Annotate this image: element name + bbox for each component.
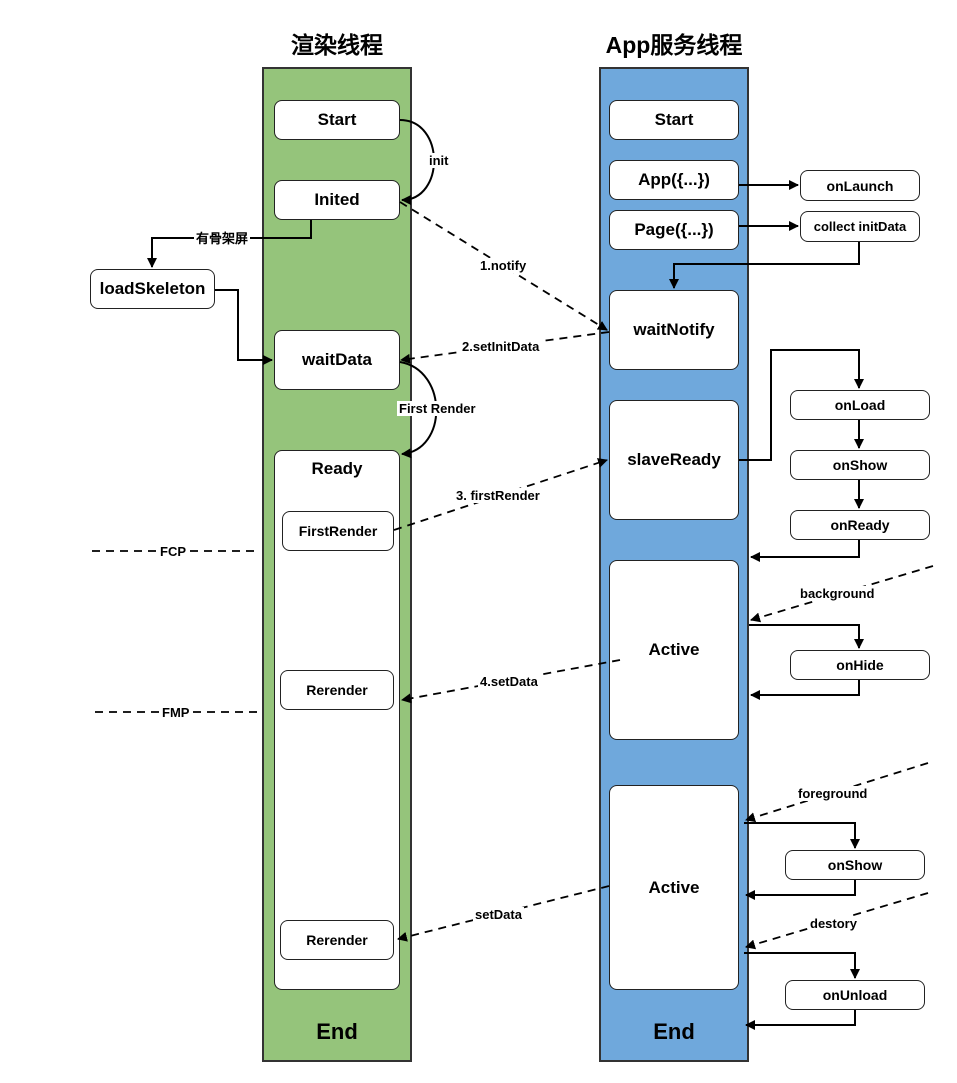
first-render-node: FirstRender [282,511,394,551]
fcp-marker-label: FCP [158,544,188,559]
on-launch-hook: onLaunch [800,170,920,201]
on-load-hook: onLoad [790,390,930,420]
collect-init-data-hook: collect initData [800,211,920,242]
ready-state-label: Ready [311,459,363,478]
wait-data-node: waitData [274,330,400,390]
on-ready-hook: onReady [790,510,930,540]
first-render-loop-label: First Render [397,401,478,416]
load-skeleton-node: loadSkeleton [90,269,215,309]
set-data-4-edge [401,659,621,704]
on-show-hook-1: onShow [790,450,930,480]
render-start-node: Start [274,100,400,140]
rerender-node-1: Rerender [280,670,394,710]
app-start-node: Start [609,100,739,140]
set-data-4-edge-label: 4.setData [478,674,540,689]
rerender-node-2: Rerender [280,920,394,960]
set-data-edge-label: setData [473,907,524,922]
foreground-edge-label: foreground [796,786,870,801]
active-node-2: Active [609,785,739,990]
on-show-to-active-edge [745,880,856,900]
on-hide-to-active-edge [750,680,860,700]
set-init-data-edge-label: 2.setInitData [460,339,542,354]
app-end-label: End [653,1019,695,1044]
active-to-on-show-edge [744,822,860,849]
on-show-hook-2: onShow [785,850,925,880]
notify-edge [399,201,608,331]
active-node-1: Active [609,560,739,740]
app-lane-title: App服务线程 [605,32,743,58]
on-unload-to-end-edge [745,1010,856,1030]
render-end-label: End [316,1019,358,1044]
background-edge [750,565,934,623]
active-to-on-hide-edge [749,624,864,649]
on-hide-hook: onHide [790,650,930,680]
on-unload-hook: onUnload [785,980,925,1010]
page-register-node: Page({...}) [609,210,739,250]
inited-node: Inited [274,180,400,220]
on-ready-to-active-edge [750,540,860,562]
slave-ready-node: slaveReady [609,400,739,520]
app-register-node: App({...}) [609,160,739,200]
fmp-marker-label: FMP [160,705,192,720]
wait-notify-node: waitNotify [609,290,739,370]
background-edge-label: background [798,586,877,601]
load-skeleton-to-wait-data-edge [215,289,273,365]
slave-ready-to-on-load-edge [739,349,864,461]
active-to-on-unload-edge [744,952,860,979]
render-lane-title: 渲染线程 [291,32,383,58]
destory-edge-label: destory [808,916,859,931]
collect-init-data-to-wait-notify-edge [669,242,860,289]
foreground-edge [745,762,929,823]
notify-edge-label: 1.notify [478,258,529,273]
first-render-message-label: 3. firstRender [454,488,542,503]
destory-edge [745,892,929,950]
init-edge-label: init [427,153,451,168]
skeleton-edge-label: 有骨架屏 [194,231,251,246]
